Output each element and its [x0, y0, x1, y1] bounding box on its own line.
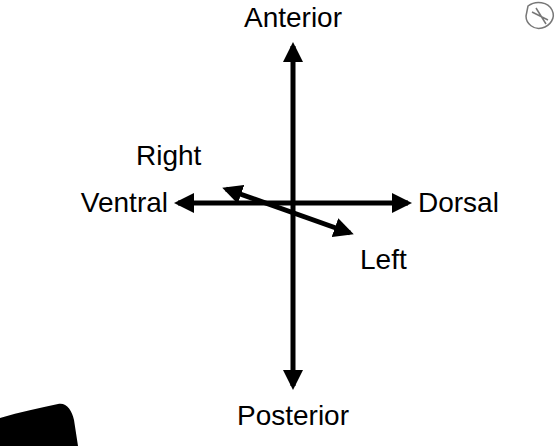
direction-label: Posterior [237, 400, 349, 432]
ventral-dorsal-axis [178, 201, 408, 206]
left-right-axis [226, 189, 350, 233]
corner-icon [526, 3, 553, 29]
silhouette-fragment [0, 404, 78, 446]
direction-label: Ventral [81, 187, 168, 219]
direction-label: Left [360, 244, 407, 276]
direction-label: Right [136, 140, 201, 172]
direction-label: Dorsal [418, 187, 499, 219]
direction-label: Anterior [244, 2, 342, 34]
